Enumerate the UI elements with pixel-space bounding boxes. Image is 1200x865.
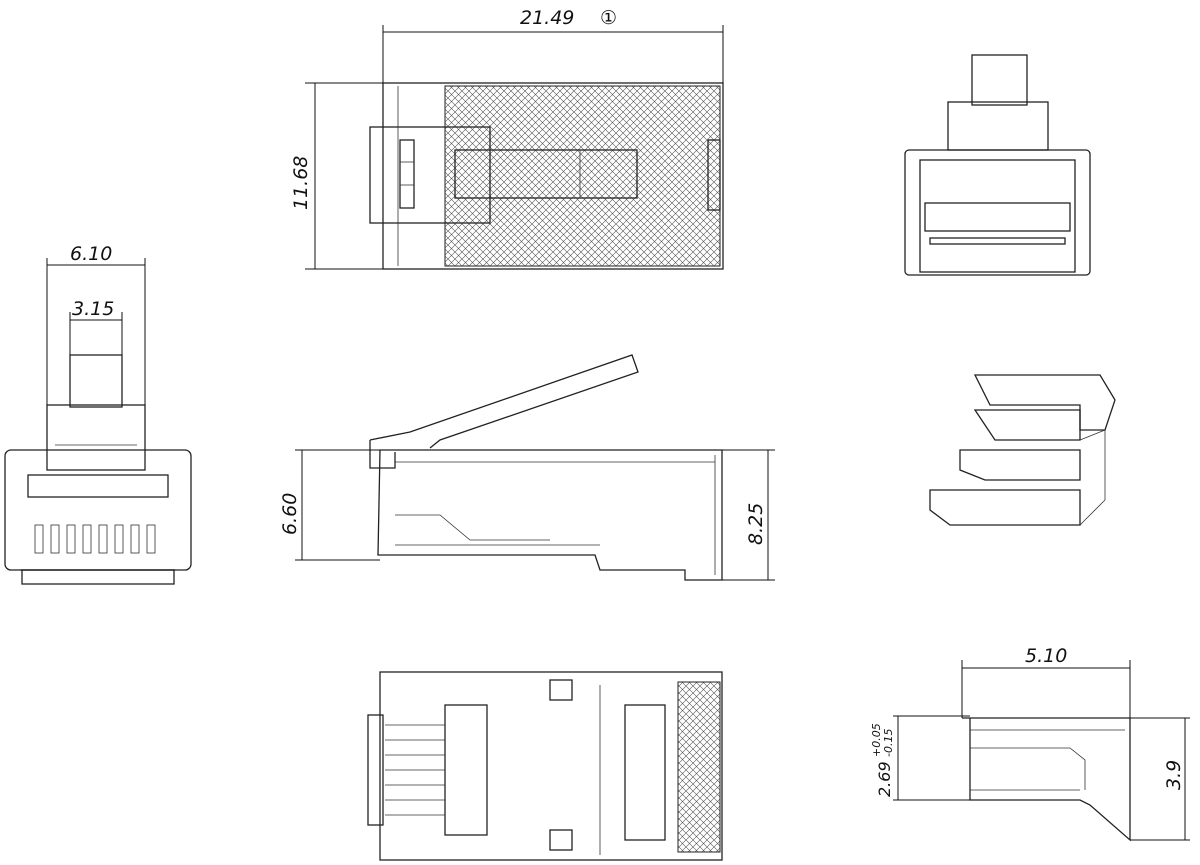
dimension-front-width: 6.10 <box>46 243 146 405</box>
insert-step-tol-minus: -0.15 <box>882 729 895 757</box>
insert-side-view <box>962 717 1131 842</box>
load-bar-insert <box>929 374 1116 526</box>
contact-pins <box>34 524 156 554</box>
dimension-total-height: 8.25 <box>722 449 775 581</box>
body-height-label: 6.60 <box>279 493 301 535</box>
dimension-width: 11.68 <box>290 82 383 270</box>
insert-step-label: 2.69 <box>875 761 894 797</box>
latch-width-label: 3.15 <box>72 298 114 320</box>
top-view <box>369 82 724 270</box>
side-view <box>369 354 723 581</box>
insert-height-label: 3.9 <box>1163 760 1185 790</box>
front-view <box>4 354 192 585</box>
insert-length-label: 5.10 <box>1025 645 1067 667</box>
width-label: 11.68 <box>290 156 312 210</box>
rear-view <box>904 54 1091 276</box>
bottom-view <box>367 671 723 861</box>
note-marker: ① <box>600 7 617 29</box>
dimension-insert-height: 3.9 <box>1130 717 1190 841</box>
dimension-insert-step: 2.69 +0.05 -0.15 <box>870 715 970 801</box>
overall-length-label: 21.49 <box>520 7 574 29</box>
insert-step-tol-plus: +0.05 <box>870 723 883 757</box>
dimension-overall-length: 21.49 ① <box>382 7 724 83</box>
dimension-insert-length: 5.10 <box>961 645 1131 718</box>
total-height-label: 8.25 <box>745 503 767 545</box>
dimension-body-height: 6.60 <box>279 449 380 561</box>
front-width-label: 6.10 <box>70 243 112 265</box>
contact-blades <box>385 724 445 816</box>
dimension-latch-width: 3.15 <box>69 298 123 355</box>
